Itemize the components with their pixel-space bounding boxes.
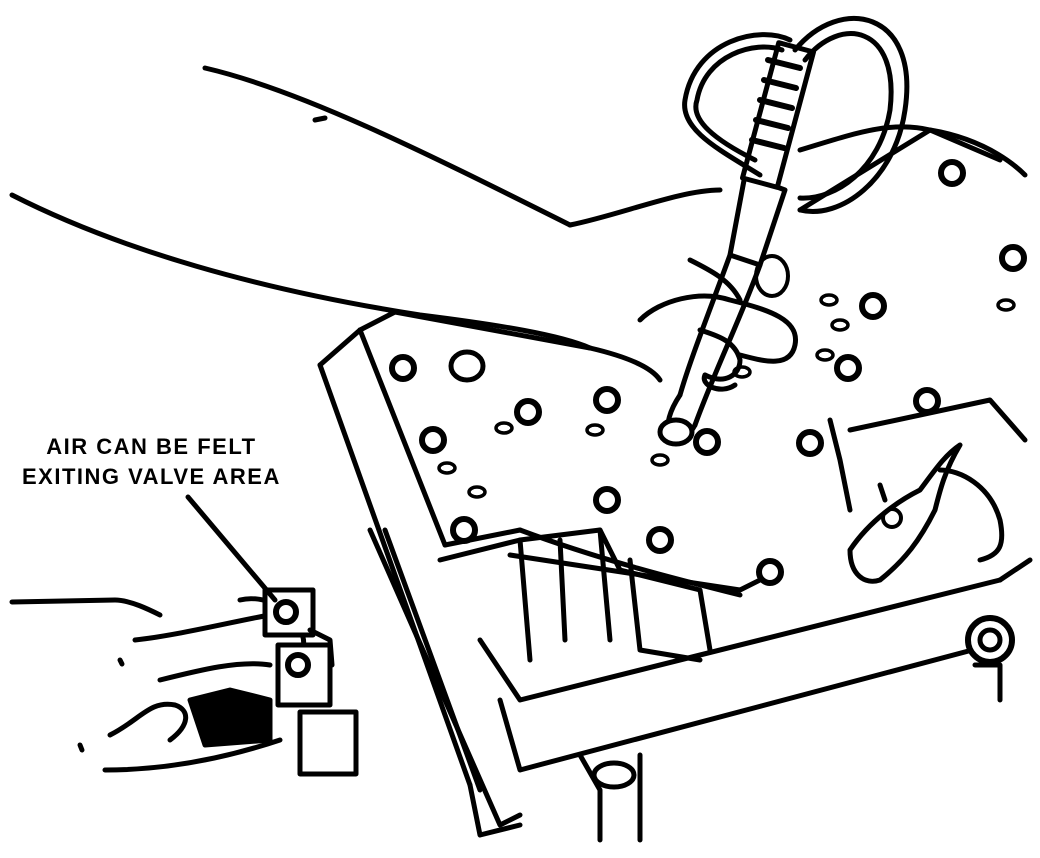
callout-line-1: AIR CAN BE FELT: [46, 434, 257, 459]
air-nozzle-icon: [657, 15, 910, 447]
bolt-heads: [389, 159, 1027, 586]
callout-label: AIR CAN BE FELT EXITING VALVE AREA: [22, 432, 281, 492]
upper-hand: [567, 187, 798, 392]
callout-line-2: EXITING VALVE AREA: [22, 464, 281, 489]
valve-body-icon: [317, 124, 1033, 843]
passage-holes: [437, 293, 1016, 499]
upper-arm: [9, 65, 593, 351]
hand-icon: [9, 587, 359, 777]
callout-leader: [185, 494, 278, 603]
